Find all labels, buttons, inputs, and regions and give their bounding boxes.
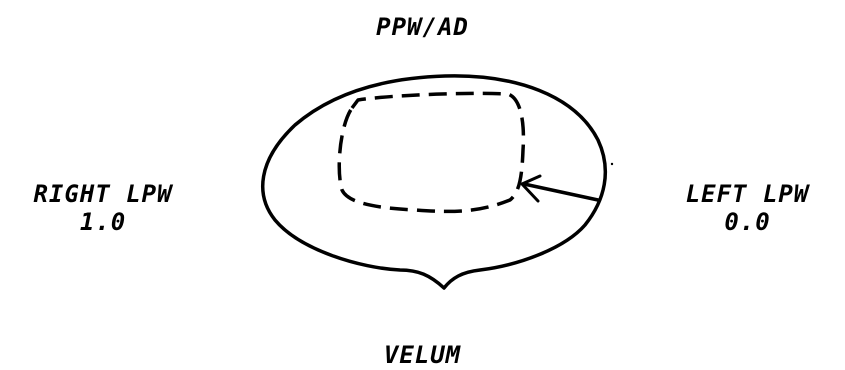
right-lpw-value: 1.0: [8, 208, 198, 236]
ppw-ad-label: PPW/AD: [0, 13, 845, 41]
speck: [611, 163, 613, 165]
velum-label: VELUM: [0, 341, 845, 369]
right-lpw-name: RIGHT LPW: [8, 180, 198, 208]
outer-outline: [263, 76, 606, 288]
left-lpw-value: 0.0: [655, 208, 840, 236]
left-lpw-label: LEFT LPW 0.0: [655, 180, 840, 236]
right-lpw-label: RIGHT LPW 1.0: [8, 180, 198, 236]
left-lpw-name: LEFT LPW: [655, 180, 840, 208]
inner-dashed-outline: [339, 93, 523, 211]
